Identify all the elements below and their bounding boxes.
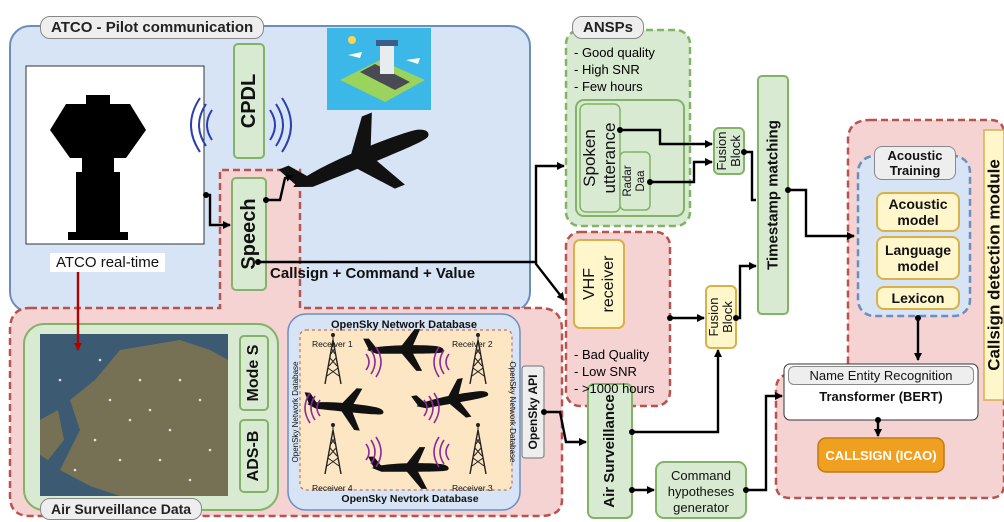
air-surveillance-label: Air Surveillance — [601, 394, 618, 508]
fusion-block-top-label: Fusion Block — [714, 131, 743, 171]
receiver-2-label: Receiver 2 — [452, 339, 493, 349]
vhf-bullet: - >1000 hours — [574, 381, 655, 396]
receiver-1-label: Receiver 1 — [312, 339, 353, 349]
opensky-side-right: OpenSky Network Database — [508, 361, 517, 463]
lexicon-box: Lexicon — [876, 286, 960, 310]
callsign-detection-box — [983, 129, 1004, 401]
lexicon-label: Lexicon — [891, 290, 945, 306]
speech-label: Speech — [238, 198, 260, 270]
air-surveillance-data-title: Air Surveillance Data — [40, 498, 203, 520]
ner-label: Name Entity Recognition — [788, 366, 974, 385]
opensky-api-label: OpenSky API — [526, 374, 540, 450]
atco-realtime-label: ATCO real-time — [50, 253, 166, 272]
atco-pilot-title: ATCO - Pilot communication — [40, 16, 265, 39]
cpdl-label: CPDL — [238, 73, 260, 129]
receiver-4-label: Receiver 4 — [312, 483, 353, 493]
callsign-module-title: Callsign detection module — [985, 159, 1003, 371]
ansps-bullet: - High SNR — [574, 62, 640, 77]
language-model-box: Language model — [876, 236, 960, 280]
callsign-icao-label: CALLSIGN (ICAO) — [825, 448, 937, 463]
mode-s-box — [239, 335, 269, 411]
timestamp-matching-box — [757, 75, 789, 315]
ads-b-label: ADS-B — [245, 430, 262, 482]
opensky-title-top: OpenSky Network Database — [330, 319, 478, 331]
vhf-receiver-label: VHF receiver — [581, 255, 617, 313]
command-hypotheses-label: Command hypotheses generator — [667, 468, 735, 515]
mode-s-label: Mode S — [245, 344, 262, 402]
acoustic-model-label: Acoustic model — [888, 196, 948, 228]
ansps-bullet: - Few hours — [574, 79, 643, 94]
timestamp-matching-label: Timestamp matching — [764, 120, 782, 270]
vhf-receiver-box — [573, 239, 625, 329]
ansps-bullets: - Good quality - High SNR - Few hours — [574, 44, 655, 95]
air-surveillance-box — [587, 383, 633, 519]
opensky-side-left: OpenSky Network Database — [291, 361, 300, 463]
ansps-bullet: - Good quality — [574, 45, 655, 60]
receiver-3-label: Receiver 3 — [452, 483, 493, 493]
transformer-label: Transformer (BERT) — [819, 389, 943, 404]
ads-b-box — [239, 419, 269, 493]
language-model-label: Language model — [884, 242, 952, 274]
callsign-icao-box — [817, 437, 945, 473]
cpdl-box — [233, 43, 265, 159]
opensky-title-bottom: OpenSky Nevtork Database — [341, 493, 479, 505]
spoken-utterance-label: Spoken utterance — [580, 122, 619, 194]
radar-data-label: Radar Daa — [622, 165, 647, 197]
vhf-bullet: - Low SNR — [574, 364, 637, 379]
ansps-title: ANSPs — [572, 16, 645, 39]
acoustic-model-box: Acoustic model — [876, 192, 960, 232]
callsign-command-value-label: Callsign + Command + Value — [270, 265, 476, 282]
acoustic-training-label: Acoustic Training — [874, 146, 956, 180]
vhf-bullets: - Bad Quality - Low SNR - >1000 hours — [574, 346, 655, 397]
fusion-block-bottom-label: Fusion Block — [706, 297, 735, 337]
control-tower-icon — [50, 95, 146, 240]
vhf-bullet: - Bad Quality — [574, 347, 650, 362]
